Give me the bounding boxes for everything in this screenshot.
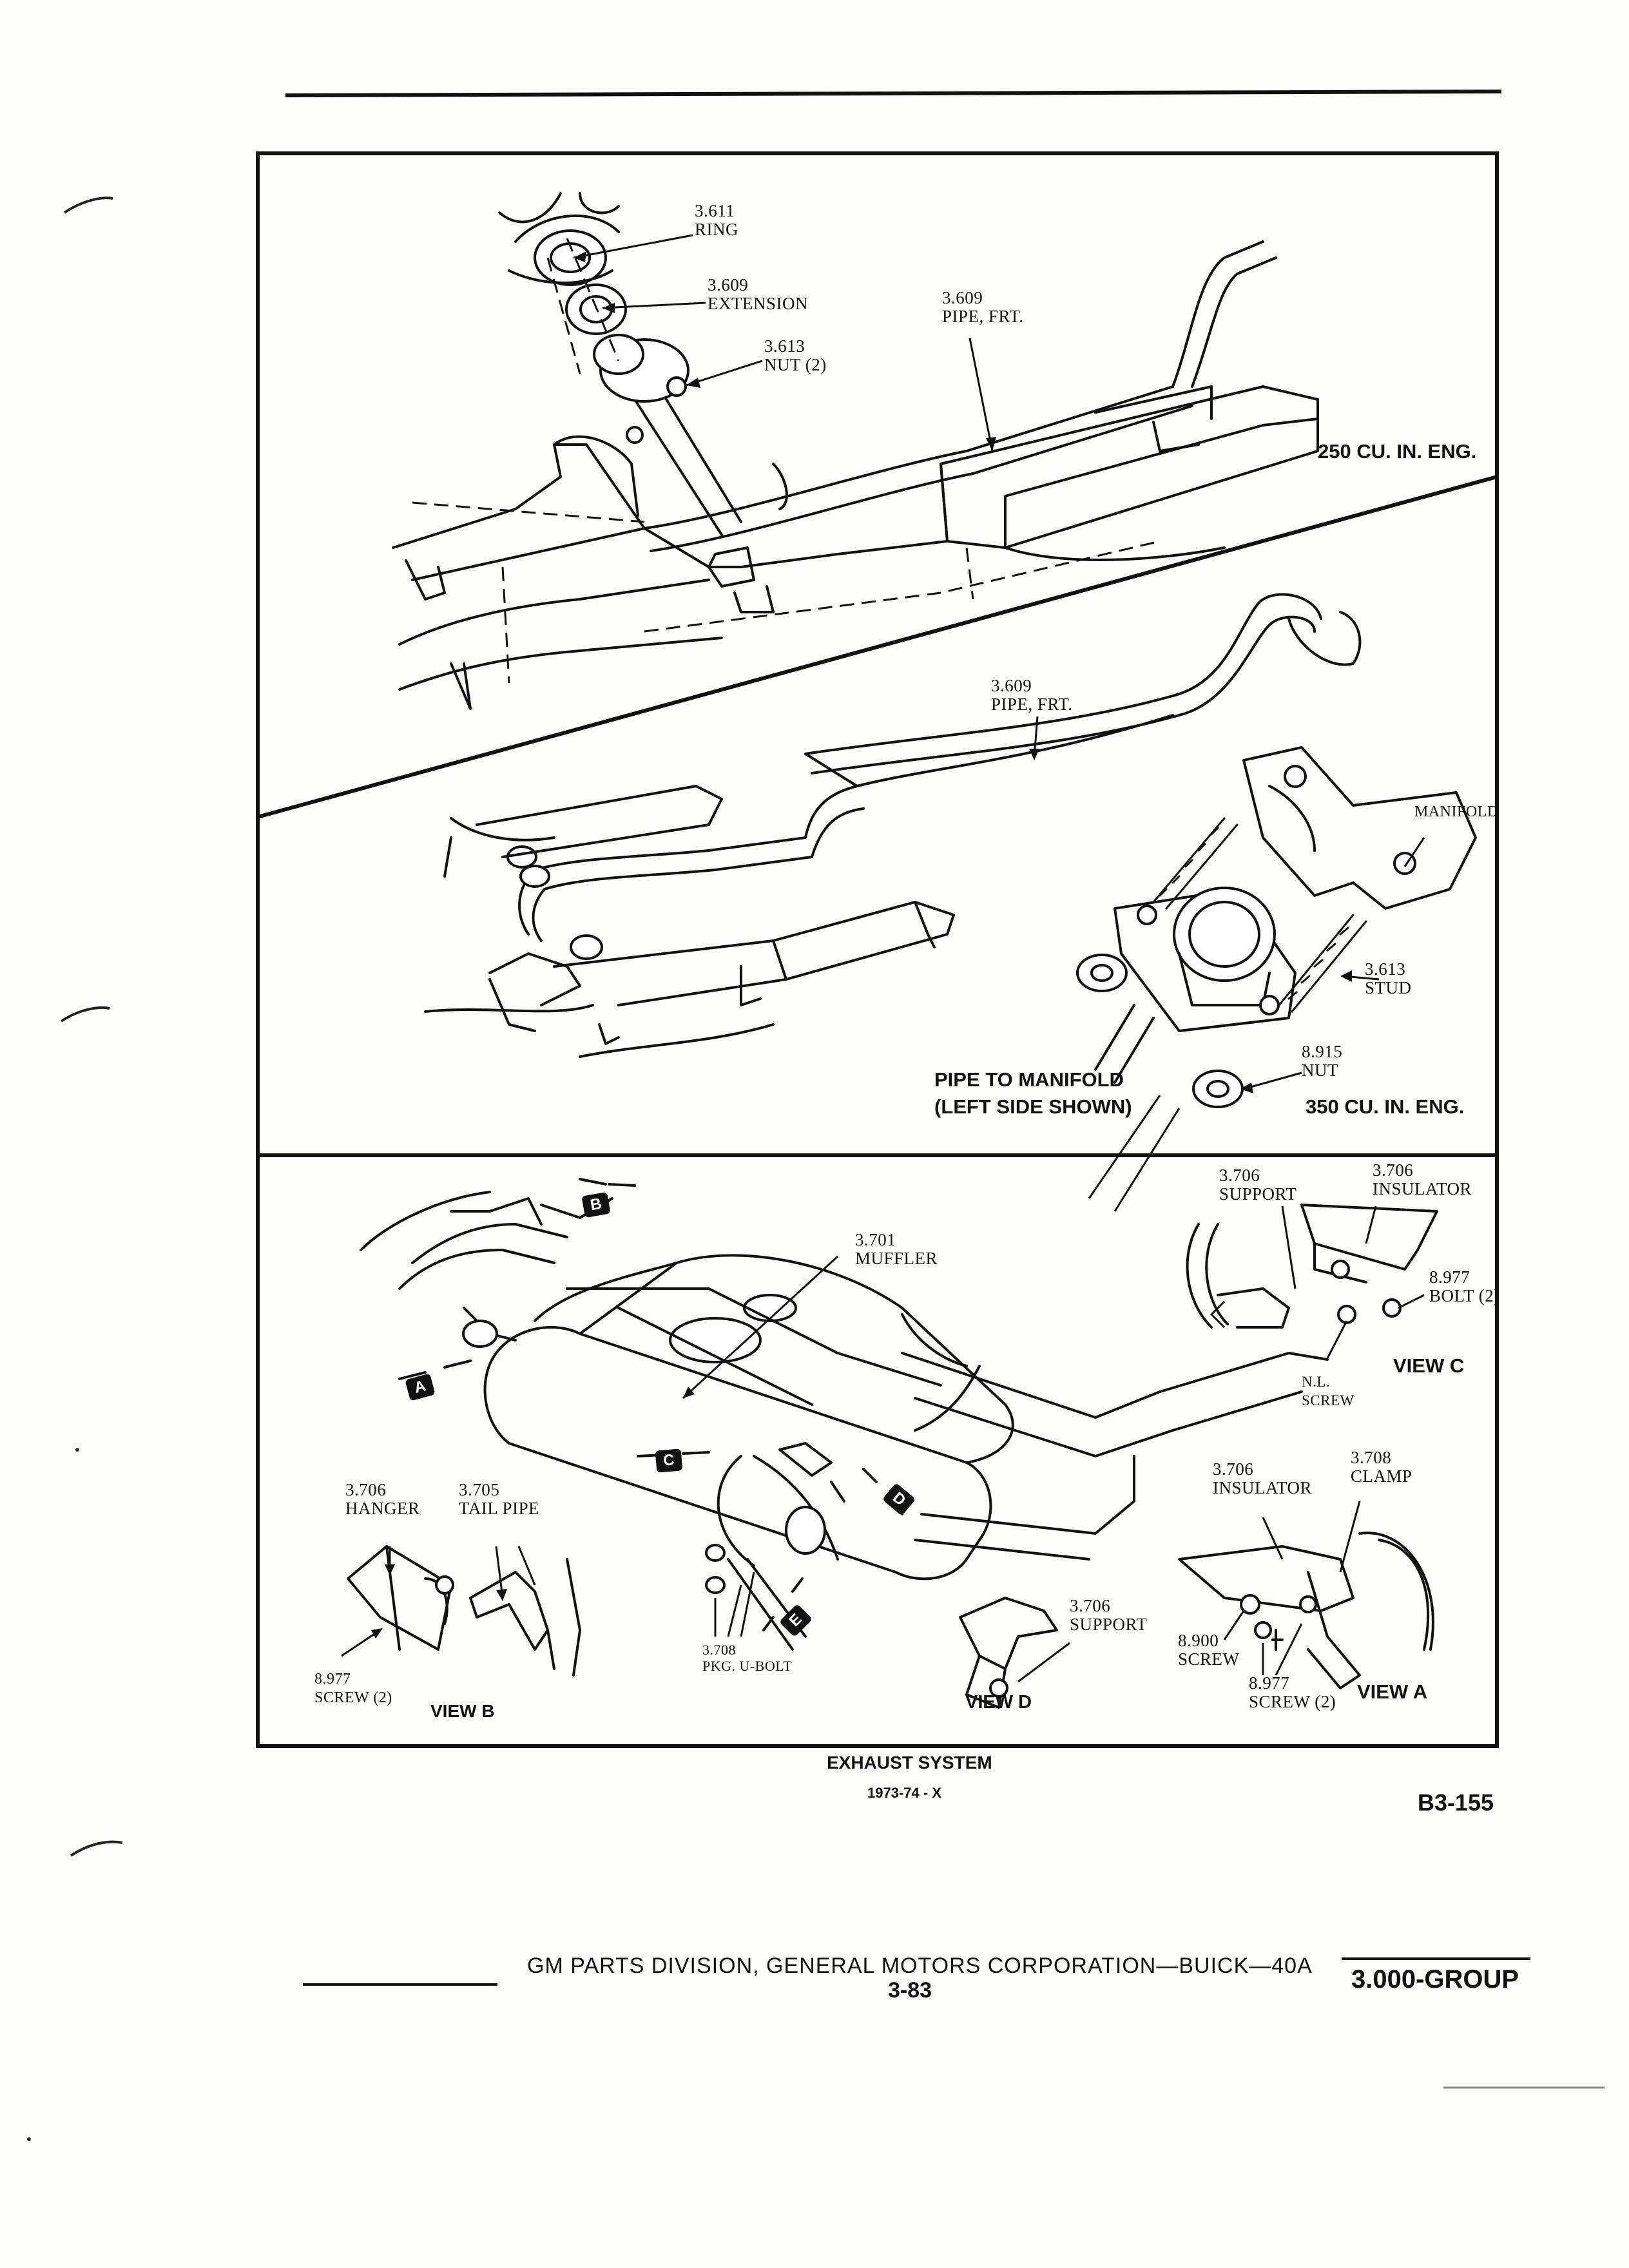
callout-manifold: MANIFOLD [1414,803,1499,822]
callout-bolt-c: 8.977 BOLT (2) [1429,1268,1500,1305]
callout-bolt-c-number: 8.977 [1429,1267,1470,1287]
footer-publisher: GM PARTS DIVISION, GENERAL MOTORS CORPOR… [527,1954,1313,1978]
callout-pipe-front-250-number: 3.609 [942,288,983,307]
callout-extension-number: 3.609 [708,275,749,294]
callout-insulator-a-number: 3.706 [1213,1459,1254,1479]
callout-hanger-b: 3.706 HANGER [345,1481,420,1518]
arrow-tag-c: C [655,1448,683,1473]
callout-insulator-c: 3.706 INSULATOR [1373,1161,1472,1198]
callout-clamp-a-number: 3.708 [1351,1448,1392,1467]
callout-hanger-b-name: HANGER [345,1499,420,1518]
callout-insulator-c-number: 3.706 [1373,1160,1414,1180]
callout-stud-number: 3.613 [1365,959,1406,979]
callout-screw-c-number: N.L. [1302,1374,1331,1390]
view-a-label: VIEW A [1357,1680,1428,1703]
callout-pipe-front-350: 3.609 PIPE, FRT. [991,677,1073,714]
callout-nut-350-name: NUT [1302,1061,1338,1080]
engine-350-title: 350 CU. IN. ENG. [1306,1095,1465,1118]
callout-insulator-a: 3.706 INSULATOR [1213,1460,1312,1497]
callout-muffler-number: 3.701 [855,1230,896,1249]
callout-muffler: 3.701 MUFFLER [855,1231,938,1268]
footer-page-number: 3-83 [888,1978,932,2003]
footer-group-label: 3.000-GROUP [1351,1965,1519,1994]
callout-ubolt: 3.708 PKG. U-BOLT [702,1642,792,1674]
callout-manifold-name: MANIFOLD [1414,803,1499,820]
callout-tailpipe-b-number: 3.705 [459,1480,500,1499]
panel-divider-diagonal [257,475,1498,819]
callout-screw-a2: 8.977 SCREW (2) [1249,1674,1336,1711]
callout-support-c-name: SUPPORT [1219,1184,1297,1204]
callout-nut-250-name: NUT (2) [764,355,827,374]
callout-pipe-front-350-number: 3.609 [991,676,1032,695]
callout-stud-name: STUD [1365,978,1412,997]
engine-250-title: 250 CU. IN. ENG. [1318,440,1477,463]
callout-support-d-number: 3.706 [1070,1596,1111,1615]
engine-350-drawing [424,593,1477,1212]
figure-code: B3-155 [1418,1789,1494,1816]
callout-nut-250: 3.613 NUT (2) [764,337,827,374]
callout-pipe-front-250-name: PIPE, FRT. [942,307,1024,326]
callout-muffler-name: MUFFLER [855,1249,938,1268]
callout-screw-b-number: 8.977 [314,1671,351,1687]
arrow-tag-b: B [581,1191,611,1218]
callout-screw-c-name: SCREW [1302,1392,1354,1408]
callout-extension-name: EXTENSION [708,294,808,313]
pipe-to-manifold-caption-line1: PIPE TO MANIFOLD [934,1068,1124,1091]
exhaust-muffler-drawing [341,1178,1438,1709]
callout-nut-350: 8.915 NUT [1302,1043,1342,1080]
callout-ubolt-name: PKG. U-BOLT [702,1658,793,1674]
callout-support-d: 3.706 SUPPORT [1070,1597,1147,1634]
callout-support-d-name: SUPPORT [1070,1615,1148,1634]
callout-tailpipe-b: 3.705 TAIL PIPE [459,1481,539,1518]
view-c-label: VIEW C [1393,1354,1465,1377]
callout-ubolt-number: 3.708 [702,1642,736,1658]
figure-subtitle: 1973-74 - X [867,1785,941,1801]
pipe-to-manifold-caption: PIPE TO MANIFOLD (LEFT SIDE SHOWN) [934,1066,1132,1120]
view-d-label: VIEW D [965,1692,1032,1713]
callout-extension: 3.609 EXTENSION [708,276,808,313]
callout-ring-number: 3.611 [695,201,735,220]
callout-screw-a2-name: SCREW (2) [1249,1692,1336,1711]
callout-screw-a2-number: 8.977 [1249,1673,1290,1693]
callout-insulator-a-name: INSULATOR [1213,1478,1313,1497]
callout-pipe-front-350-name: PIPE, FRT. [991,695,1073,714]
callout-screw-b-name: SCREW (2) [314,1689,392,1706]
callout-ring-name: RING [695,220,738,239]
callout-screw-a1-name: SCREW [1178,1649,1240,1669]
callout-nut-350-number: 8.915 [1302,1042,1343,1061]
callout-tailpipe-b-name: TAIL PIPE [459,1499,540,1518]
callout-clamp-a: 3.708 CLAMP [1351,1448,1412,1486]
callout-screw-a1: 8.900 SCREW [1178,1631,1240,1669]
callout-ring: 3.611 RING [695,202,738,239]
callout-support-c: 3.706 SUPPORT [1219,1166,1296,1204]
pipe-to-manifold-caption-line2: (LEFT SIDE SHOWN) [934,1095,1132,1118]
callout-support-c-number: 3.706 [1219,1166,1260,1185]
callout-clamp-a-name: CLAMP [1351,1466,1412,1486]
callout-screw-a1-number: 8.900 [1178,1631,1219,1650]
callout-bolt-c-name: BOLT (2) [1429,1286,1500,1305]
top-rule [285,90,1502,97]
diagram-frame [256,151,1499,1748]
callout-insulator-c-name: INSULATOR [1373,1179,1472,1198]
callout-hanger-b-number: 3.706 [345,1480,387,1499]
callout-stud: 3.613 STUD [1365,960,1412,997]
callout-screw-b: 8.977 SCREW (2) [314,1670,392,1707]
figure-title: EXHAUST SYSTEM [827,1753,992,1773]
callout-pipe-front-250: 3.609 PIPE, FRT. [942,289,1024,326]
view-b-label: VIEW B [430,1701,495,1721]
callout-screw-c: N.L. SCREW [1302,1372,1354,1410]
callout-nut-250-number: 3.613 [764,336,805,356]
engine-250-drawing [392,192,1319,710]
